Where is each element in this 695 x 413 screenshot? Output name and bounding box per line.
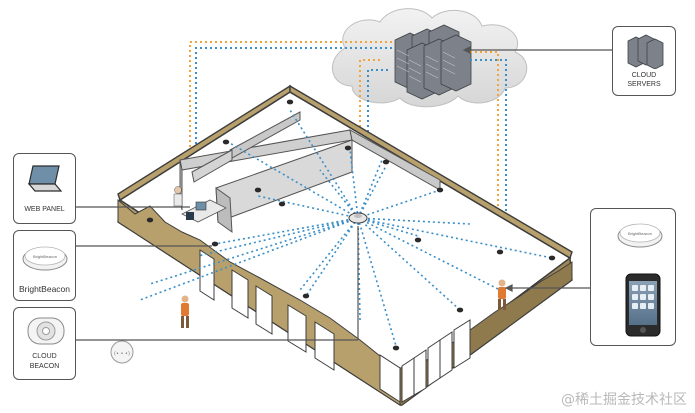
- ceiling-beacon-dot: [456, 307, 464, 313]
- signal-ray: [257, 195, 359, 219]
- signal-ray: [319, 169, 359, 219]
- bright-beacon-callout: BrightBeacon BrightBeacon: [13, 230, 76, 301]
- interior-walls: [179, 111, 441, 234]
- cloud-beacon-callout: CLOUD BEACON: [13, 307, 76, 380]
- ceiling-beacons: [146, 99, 556, 351]
- ceiling-beacon-dot: [286, 99, 294, 105]
- building-back-walls: [117, 84, 573, 260]
- ceiling-beacon-dot: [222, 139, 230, 145]
- floor-beacon-icon: (• • •): [110, 340, 134, 364]
- beacon-device-text: BrightBeacon: [628, 231, 652, 236]
- signal-ray: [289, 109, 359, 219]
- ceiling-beacon-dot: [392, 345, 400, 351]
- cloud-beacon-label-line2: BEACON: [29, 363, 60, 370]
- office-worker-icon: [173, 186, 227, 223]
- server-rack-icon: [394, 24, 472, 100]
- ceiling-beacon-dot: [496, 249, 504, 255]
- signal-ray: [357, 217, 501, 291]
- web-panel-label: WEB PANEL: [24, 206, 65, 213]
- ceiling-beacon-dot: [146, 217, 154, 223]
- server-rack-icon: [627, 34, 664, 69]
- floor-beacon-label: (• • •): [114, 351, 130, 357]
- signal-ray: [357, 159, 383, 219]
- signal-ray: [305, 217, 359, 297]
- cloud-servers-callout: CLOUD SERVERS: [612, 26, 676, 96]
- signal-ray: [357, 217, 419, 237]
- signal-ray: [299, 217, 359, 291]
- web-panel-callout: WEB PANEL: [13, 153, 76, 224]
- signal-ray: [149, 217, 359, 285]
- cloud-servers-label-line1: CLOUD: [631, 72, 657, 79]
- ceiling-beacon-dot: [548, 255, 556, 261]
- signal-ray: [214, 217, 359, 245]
- beacon-icon: BrightBeacon: [22, 246, 68, 271]
- beacon-icon: [27, 317, 65, 345]
- callout-leaders: [76, 46, 612, 341]
- ceiling-beacon-dot: [302, 293, 310, 299]
- watermark-text: @稀土掘金技术社区: [561, 392, 687, 408]
- beacon-device-text: BrightBeacon: [33, 254, 57, 259]
- ceiling-beacon-dot: [436, 187, 444, 193]
- ceiling-beacon-dot: [344, 145, 352, 151]
- beacon-signal-rays: [139, 109, 553, 347]
- ceiling-beacon-dot: [414, 237, 422, 243]
- glass-doors: [379, 319, 471, 403]
- cloud-beacon-label-line1: CLOUD: [32, 353, 57, 360]
- smartphone-icon: [625, 273, 661, 337]
- person-icon: [498, 279, 506, 310]
- center-beacon-icon: [348, 212, 368, 224]
- signal-ray: [227, 141, 359, 219]
- bright-beacon-label: BrightBeacon: [18, 284, 71, 294]
- signal-ray: [139, 217, 359, 301]
- signal-ray: [357, 217, 361, 321]
- ceiling-beacon-dot: [211, 241, 219, 247]
- signal-ray: [357, 217, 471, 225]
- signal-ray: [357, 217, 397, 347]
- ceiling-beacon-dot: [254, 187, 262, 193]
- cloud-servers-label-line2: SERVERS: [627, 81, 661, 88]
- laptop-icon: [27, 165, 63, 192]
- person-icon: [181, 295, 189, 328]
- signal-ray: [357, 217, 553, 259]
- smartphone-callout: BrightBeacon: [590, 208, 676, 346]
- beacon-icon: BrightBeacon: [617, 223, 663, 248]
- signal-ray: [349, 149, 359, 219]
- ceiling-beacon-dot: [382, 159, 390, 165]
- ceiling-beacon-dot: [278, 201, 286, 207]
